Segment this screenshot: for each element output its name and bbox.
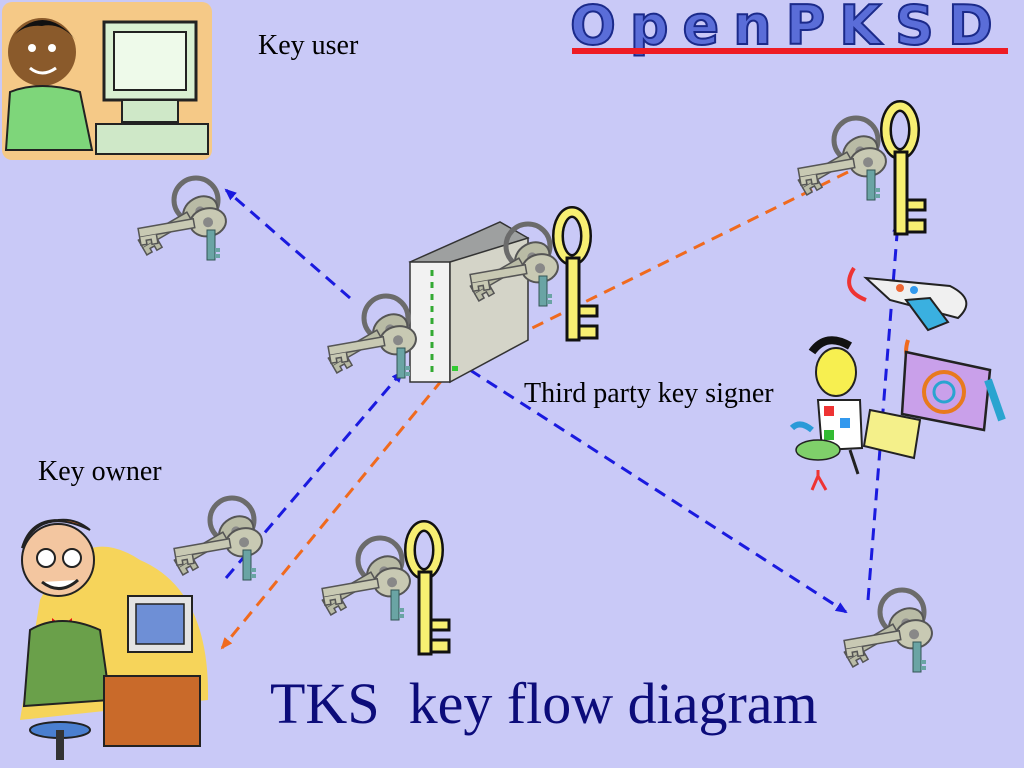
- key-user-label: Key user: [258, 30, 359, 61]
- third-party-label: Third party key signer: [524, 378, 774, 409]
- openpksd-logo: OpenPKSD: [569, 0, 1010, 64]
- key-pair-signed-owner-icon: [318, 526, 449, 654]
- arrow-signer-to-server: [510, 170, 849, 340]
- arrow-server-to-signer: [469, 368, 848, 614]
- key-pair-server-icon: [324, 296, 418, 378]
- key-pair-signed-top-right-icon: [794, 106, 925, 234]
- key-pair-owner-icon: [170, 498, 264, 580]
- key-user-illustration: [2, 2, 212, 160]
- key-owner-illustration: [20, 518, 209, 760]
- key-owner-label: Key owner: [38, 456, 162, 487]
- logo-underline: [572, 48, 1008, 54]
- key-pair-user-icon: [134, 178, 228, 260]
- arrow-server-to-user: [224, 188, 351, 300]
- diagram-title: TKS key flow diagram: [270, 671, 818, 736]
- server-illustration: [408, 221, 530, 384]
- key-pair-signer-icon: [840, 590, 934, 672]
- arrow-server-to-owner: [220, 379, 444, 650]
- arrow-signer-up: [866, 220, 903, 601]
- third-party-illustration: [789, 266, 1006, 491]
